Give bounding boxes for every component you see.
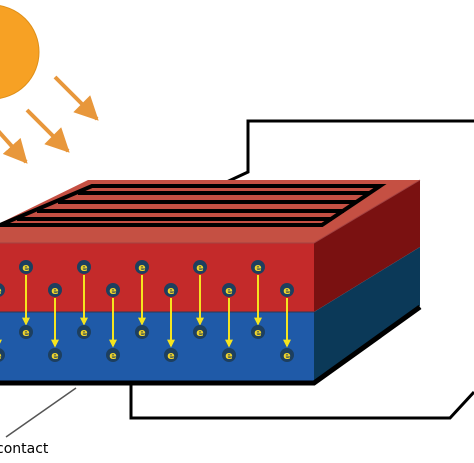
electron-icon	[48, 348, 62, 362]
sun-ray	[25, 108, 70, 153]
electron-icon	[222, 283, 236, 297]
electron-icon	[0, 283, 5, 297]
electron-icon	[106, 348, 120, 362]
electron-label: e	[283, 284, 290, 297]
contact-label: contact	[0, 441, 49, 457]
electron-icon	[280, 283, 294, 297]
electron-icon	[48, 283, 62, 297]
electron-icon	[135, 325, 149, 339]
front-contact-frame	[0, 184, 387, 227]
electron-label: e	[109, 284, 116, 297]
electron-icon	[222, 348, 236, 362]
electron-label: e	[51, 349, 58, 362]
electron-label: e	[167, 349, 174, 362]
solar-cell-block	[0, 179, 422, 386]
electron-label: e	[138, 261, 145, 274]
electron-label: e	[138, 326, 145, 339]
electron-label: e	[22, 326, 29, 339]
electron-icon	[19, 260, 33, 274]
sun-rays	[0, 75, 99, 164]
electron-label: e	[254, 261, 261, 274]
external-circuit-wire	[129, 382, 474, 420]
front-contact-grid	[0, 184, 387, 227]
electron-icon	[164, 348, 178, 362]
electron-label: e	[225, 349, 232, 362]
electron-label: e	[80, 326, 87, 339]
electron-label: e	[80, 261, 87, 274]
cell-top-edge	[0, 179, 421, 244]
electron-label: e	[109, 349, 116, 362]
electron-label: e	[167, 284, 174, 297]
electron-icon	[164, 283, 178, 297]
electron-label: e	[225, 284, 232, 297]
contact-pointer-line	[5, 387, 77, 438]
electron-flow: e e e e e e e e e e e e e e e e e e e e e e	[0, 260, 294, 362]
p-type-layer-side-face	[314, 247, 420, 383]
electron-label: e	[283, 349, 290, 362]
n-type-layer-front-face	[0, 243, 314, 312]
electron-icon	[77, 260, 91, 274]
sun-ray	[53, 75, 99, 121]
electron-label: e	[254, 326, 261, 339]
electron-icon	[193, 325, 207, 339]
sun-ray	[0, 129, 28, 164]
external-circuit-wire	[217, 119, 474, 188]
p-type-layer-front-face	[0, 312, 314, 383]
electron-icon	[0, 348, 5, 362]
electron-label: e	[196, 261, 203, 274]
n-type-layer-side-face	[314, 180, 420, 312]
electron-icon	[251, 325, 265, 339]
electron-label: e	[0, 349, 2, 362]
electron-label: e	[22, 261, 29, 274]
electron-icon	[193, 260, 207, 274]
cell-bottom-edge	[0, 304, 422, 386]
sun-icon	[0, 5, 40, 99]
electron-icon	[19, 325, 33, 339]
electron-label: e	[0, 284, 2, 297]
electron-icon	[280, 348, 294, 362]
electron-icon	[106, 283, 120, 297]
electron-icon	[135, 260, 149, 274]
electron-label: e	[196, 326, 203, 339]
electron-icon	[77, 325, 91, 339]
electron-icon	[251, 260, 265, 274]
electron-label: e	[51, 284, 58, 297]
